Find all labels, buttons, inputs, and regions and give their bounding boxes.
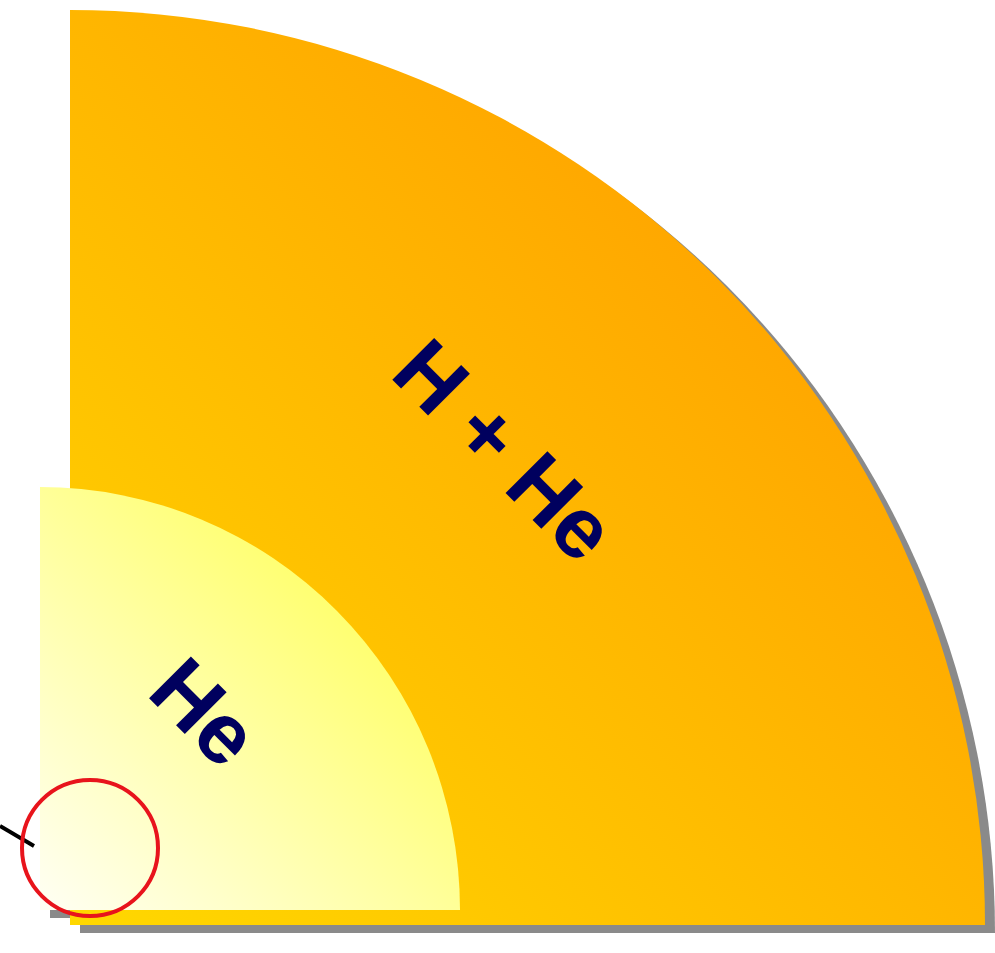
outer-envelope: H + HeHe <box>70 10 985 925</box>
quarter-fill <box>40 487 460 910</box>
center-marker <box>22 780 158 916</box>
helium-core: He <box>40 487 460 910</box>
leader-line <box>0 826 34 846</box>
